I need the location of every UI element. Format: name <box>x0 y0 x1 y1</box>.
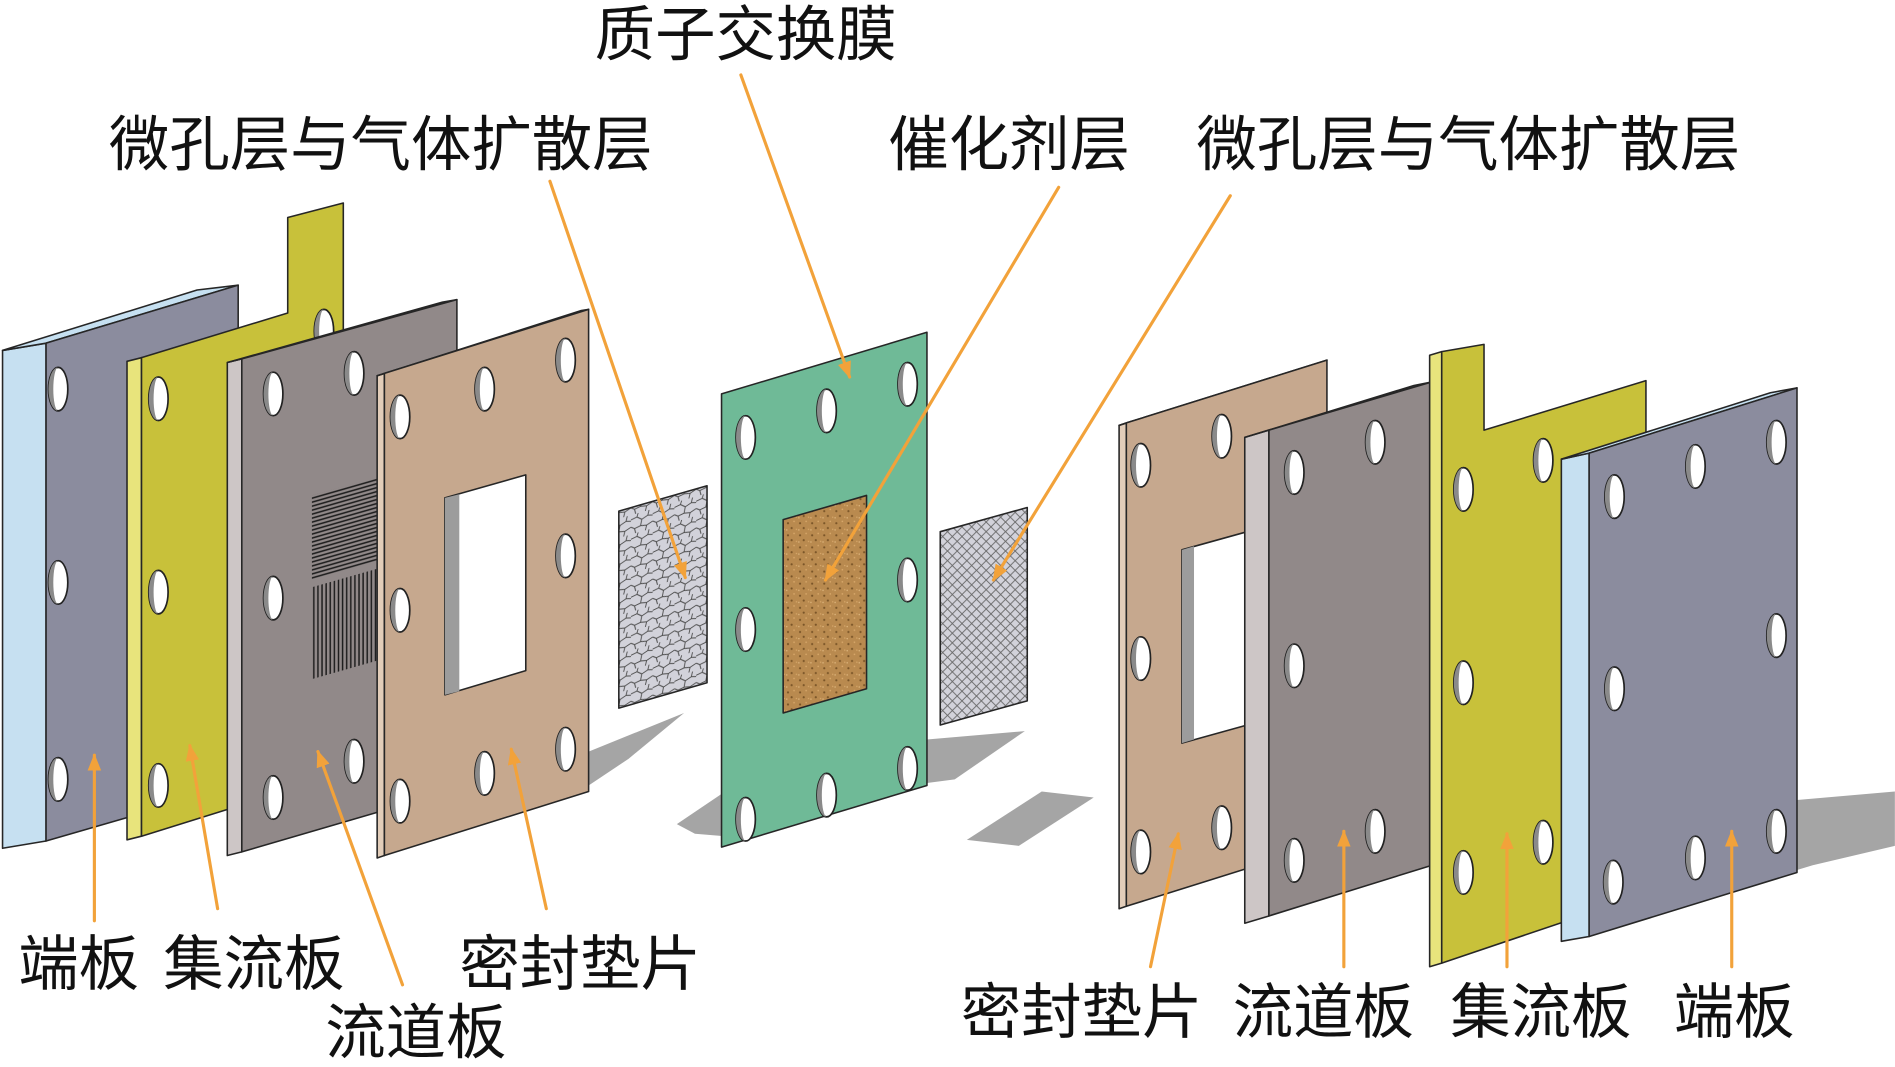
bolt-hole <box>1532 437 1554 483</box>
bolt-hole <box>555 533 577 579</box>
bolt-hole <box>147 762 169 809</box>
label-gdl-left: 微孔层与气体扩散层 <box>109 111 653 181</box>
label-right-flow-field-plate: 流道板 <box>1233 978 1414 1048</box>
left-gas-diffusion-layer <box>618 484 708 709</box>
proton-exchange-membrane <box>720 331 928 848</box>
bolt-hole <box>897 557 919 603</box>
flow-channels-lower <box>311 566 385 680</box>
bolt-hole <box>1765 808 1787 854</box>
leader-arrow-left-gasket <box>507 747 548 911</box>
bolt-hole <box>1364 808 1386 854</box>
ground-shadows <box>588 712 1895 871</box>
bolt-hole <box>735 606 757 653</box>
bolt-hole <box>262 575 284 621</box>
plate-face <box>1588 387 1798 938</box>
label-right-gasket: 密封垫片 <box>961 978 1203 1048</box>
bolt-hole <box>389 587 411 633</box>
label-left-flow-field-plate: 流道板 <box>325 999 506 1067</box>
leader-arrow-gdl-left <box>548 179 687 580</box>
leader-arrow-left-flow-plate <box>316 750 405 987</box>
bolt-hole <box>1532 819 1554 865</box>
bolt-hole <box>474 366 496 412</box>
bolt-hole <box>1452 466 1474 512</box>
bolt-hole <box>555 726 577 772</box>
bolt-hole <box>1604 666 1626 712</box>
bolt-hole <box>1130 635 1152 682</box>
bolt-hole <box>1604 474 1626 520</box>
gasket-window-inner-edge <box>1181 546 1195 744</box>
plate-side-edge <box>1428 350 1443 968</box>
gasket-window-inner-edge <box>444 494 460 695</box>
bolt-hole <box>47 366 69 412</box>
plate-side-edge <box>226 358 243 857</box>
shadow-left-gasket <box>588 712 685 786</box>
label-right-current-collector: 集流板 <box>1450 978 1631 1048</box>
bolt-hole <box>147 376 169 422</box>
bolt-hole <box>735 796 757 842</box>
bolt-hole <box>897 745 919 792</box>
bolt-hole <box>1211 805 1233 851</box>
label-right-end-plate: 端板 <box>1674 978 1795 1048</box>
bolt-hole <box>1130 442 1152 488</box>
bolt-hole <box>1684 443 1707 490</box>
bolt-hole <box>1364 419 1386 465</box>
right-gas-diffusion-layer <box>939 506 1029 726</box>
bolt-hole <box>47 559 69 606</box>
plate-side-edge <box>126 356 143 841</box>
bolt-hole <box>1602 859 1624 905</box>
bolt-hole <box>389 394 411 440</box>
label-gdl-right: 微孔层与气体扩散层 <box>1196 111 1740 181</box>
bolt-hole <box>735 414 757 461</box>
bolt-hole <box>389 778 411 824</box>
bolt-hole <box>1452 849 1474 896</box>
leader-arrow-membrane <box>739 73 852 379</box>
plate-side-edge <box>1118 422 1128 910</box>
left-gasket <box>376 308 590 859</box>
bolt-hole <box>147 569 169 615</box>
label-left-current-collector: 集流板 <box>163 930 344 1000</box>
plate-side-edge <box>376 372 386 859</box>
flow-channels-upper <box>311 474 385 581</box>
bolt-hole <box>1765 613 1787 659</box>
label-catalyst-layer: 催化剂层 <box>888 111 1130 181</box>
plate-side-edge <box>1243 429 1270 924</box>
bolt-hole <box>555 337 577 383</box>
shadow-right-end-plate <box>1796 791 1895 871</box>
bolt-hole <box>262 371 284 417</box>
bolt-hole <box>816 388 838 434</box>
plate-side-edge <box>1 342 47 850</box>
shadow-membrane-right <box>926 731 1025 784</box>
right-end-plate <box>1560 387 1798 943</box>
bolt-hole <box>343 738 365 784</box>
leader-arrows <box>87 73 1739 987</box>
leader-arrow-right-gasket <box>1148 832 1182 969</box>
bolt-hole <box>1684 835 1707 881</box>
bolt-hole <box>816 772 838 818</box>
labels: 质子交换膜 微孔层与气体扩散层 催化剂层 微孔层与气体扩散层 端板 集流板 流道… <box>18 1 1794 1067</box>
catalyst-layer <box>782 494 868 714</box>
plate-side-edge <box>1560 452 1590 943</box>
label-left-gasket: 密封垫片 <box>459 930 701 1000</box>
leader-arrow-catalyst <box>823 185 1061 582</box>
bolt-hole <box>474 750 496 796</box>
bolt-hole <box>1283 837 1305 883</box>
bolt-hole <box>1211 413 1233 459</box>
bolt-hole <box>1452 660 1474 706</box>
right-flow-field-plate <box>1243 381 1433 924</box>
bolt-hole <box>1283 449 1305 496</box>
bolt-hole <box>262 774 284 821</box>
label-left-end-plate: 端板 <box>18 930 139 1000</box>
bolt-hole <box>897 361 919 407</box>
shadow-right-gdl <box>966 791 1094 846</box>
shadow-membrane-left <box>676 791 726 837</box>
bolt-hole <box>1130 829 1152 875</box>
leader-arrow-gdl-right <box>991 194 1232 582</box>
bolt-hole <box>1283 643 1305 689</box>
leader-arrow-left-collector <box>185 743 220 911</box>
label-membrane: 质子交换膜 <box>595 1 897 71</box>
bolt-hole <box>343 350 365 396</box>
bolt-hole <box>1765 419 1787 465</box>
bolt-hole <box>47 756 69 803</box>
